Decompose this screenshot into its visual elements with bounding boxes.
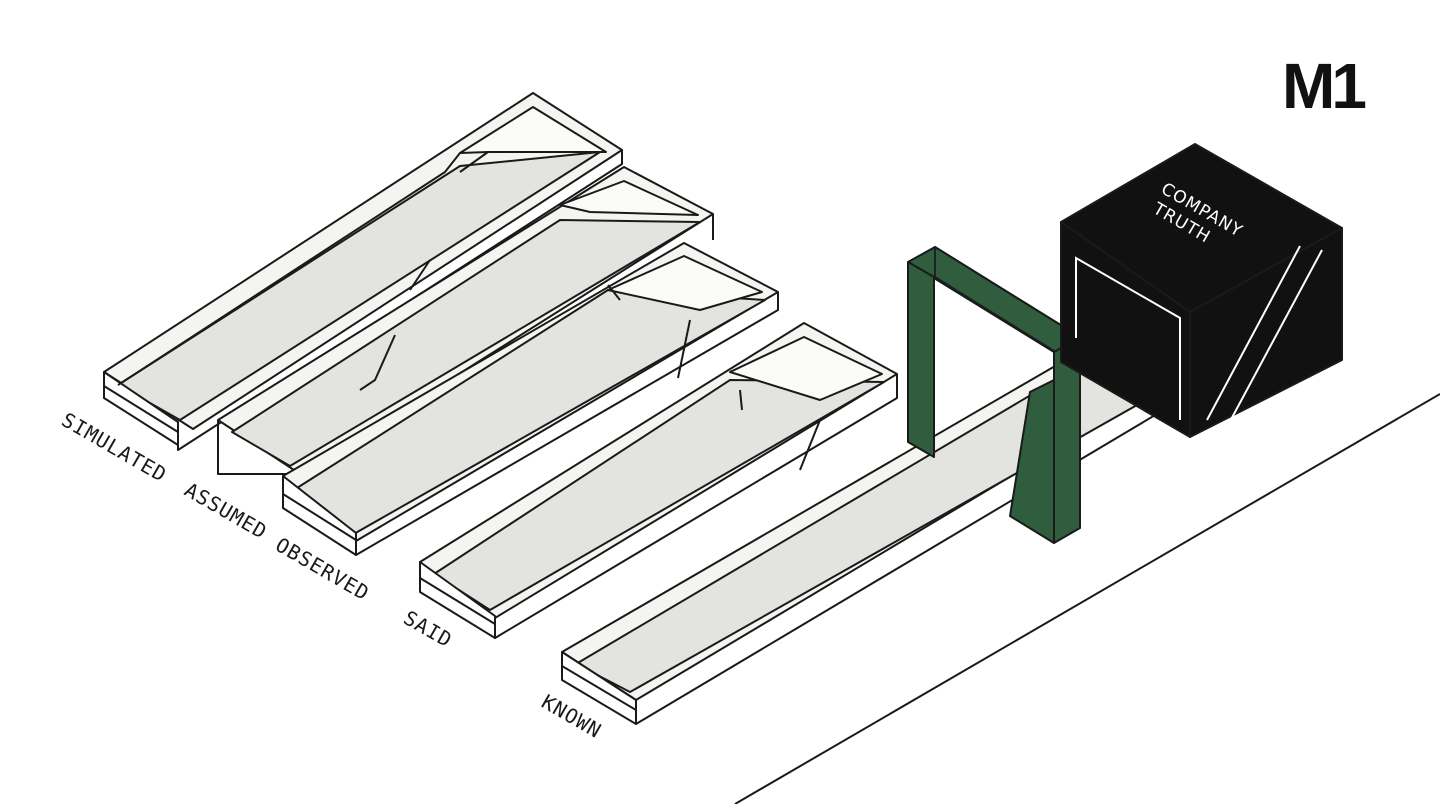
label-said: SAID — [400, 606, 457, 653]
channel-said — [419, 322, 898, 639]
label-observed: OBSERVED — [272, 533, 374, 606]
label-assumed: ASSUMED — [181, 478, 272, 544]
channel-simulated — [103, 92, 623, 451]
ground-line — [734, 393, 1440, 804]
logo: M1 — [1282, 50, 1365, 122]
channel-assumed — [217, 166, 714, 496]
company-truth-box: COMPANY TRUTH — [1060, 143, 1343, 441]
channel-observed — [282, 242, 779, 556]
filter-gate — [907, 246, 1081, 544]
